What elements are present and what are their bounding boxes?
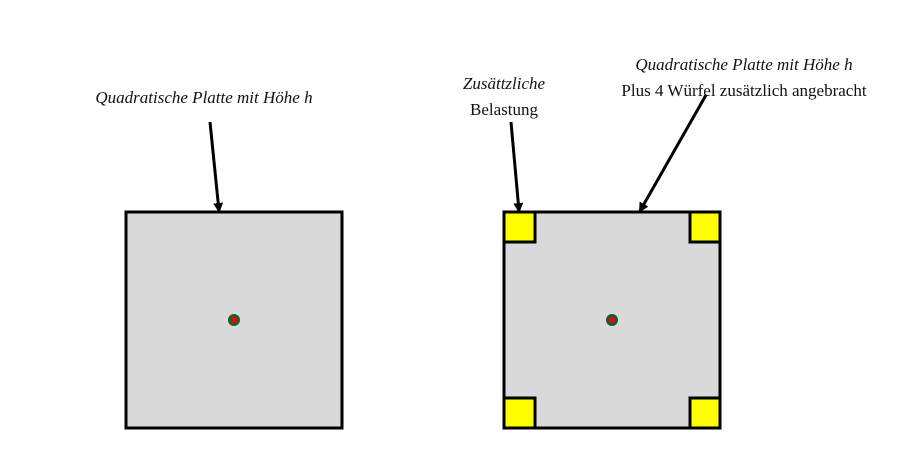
load-label-line1: Zusättzliche xyxy=(463,74,546,93)
right-square-plate xyxy=(502,210,722,430)
right-plate-label-line1: Quadratische Platte mit Höhe h xyxy=(635,55,852,74)
cube-top-right xyxy=(688,210,722,244)
right-plate-arrow xyxy=(638,94,708,213)
cube-bottom-left xyxy=(502,396,537,430)
load-arrow xyxy=(509,121,524,213)
left-center-point xyxy=(231,317,237,323)
right-plate-label-line2: Plus 4 Würfel zusätzlich angebracht xyxy=(621,81,866,100)
load-label-line2: Belastung xyxy=(470,100,538,119)
cube-bottom-right xyxy=(688,396,722,430)
left-plate-arrow xyxy=(208,121,224,213)
cube-top-left xyxy=(502,210,537,244)
left-plate-label: Quadratische Platte mit Höhe h xyxy=(95,88,312,107)
right-center-point xyxy=(609,317,615,323)
